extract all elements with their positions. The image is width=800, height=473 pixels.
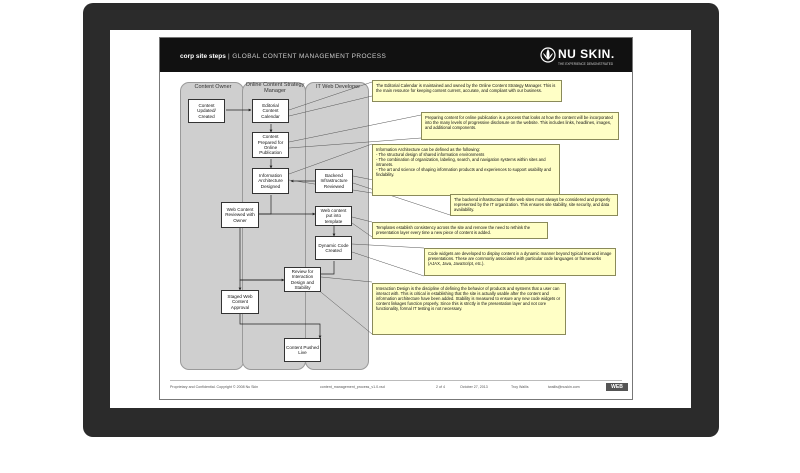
- note-backend-infrastructure: The backend infrastructure of the web si…: [450, 194, 618, 216]
- step-backend-infrastructure: Backend Infrastructure Reviewed: [315, 169, 353, 193]
- page-title: | GLOBAL CONTENT MANAGEMENT PROCESS: [228, 53, 387, 60]
- step-put-into-template: Web content put into template: [315, 206, 352, 226]
- step-staged-approval: Staged Web Content Approval: [221, 290, 259, 314]
- note-content-preparation: Preparing content for online publication…: [421, 112, 619, 140]
- lane-title: Content Owner: [194, 84, 232, 90]
- footer-date: October 27, 2013: [460, 385, 488, 389]
- note-information-architecture: Information Architecture can be defined …: [372, 144, 560, 196]
- note-interaction-design: Interaction Design is the discipline of …: [372, 283, 566, 335]
- footer-section-tag: WEB: [606, 383, 628, 391]
- step-information-architecture: Information Architecture Designed: [252, 168, 289, 194]
- step-content-prepared: Content Prepared for Online Publication: [252, 132, 289, 158]
- note-templates: Templates establish consistency across t…: [372, 222, 548, 239]
- logo-wordmark: NU SKIN.: [558, 47, 615, 61]
- note-editorial-calendar: The Editorial Calendar is maintained and…: [372, 80, 562, 102]
- footer-page-number: 2 of 4: [436, 385, 445, 389]
- footer-copyright: Proprietary and Confidential. Copyright …: [170, 385, 259, 389]
- step-review-interaction: Review for Interaction Design and Stabil…: [284, 267, 321, 292]
- page-header: corp site steps | GLOBAL CONTENT MANAGEM…: [160, 38, 632, 72]
- note-code-widgets: Code widgets are developed to display co…: [424, 248, 616, 276]
- lane-title: Online Content Strategy Manager: [245, 82, 305, 94]
- lane-title: IT Web Developer: [315, 84, 361, 90]
- footer-filename: content_management_process_v1.0.vsd: [320, 385, 385, 389]
- step-web-content-reviewed: Web Content Reviewed with Owner: [221, 202, 259, 228]
- page-footer: Proprietary and Confidential. Copyright …: [170, 380, 628, 391]
- section-label: corp site steps: [180, 53, 226, 60]
- footer-author: Troy Wallis: [511, 385, 529, 389]
- step-editorial-calendar: Editorial Content Calendar: [252, 99, 289, 123]
- nu-skin-logo-icon: [540, 47, 556, 63]
- step-content-updated: Content Updated/ Created: [188, 99, 225, 123]
- step-dynamic-code: Dynamic Code Created: [315, 236, 352, 260]
- footer-email: twallis@nuskin.com: [548, 385, 580, 389]
- lane-it-web-developer: IT Web Developer: [305, 82, 369, 370]
- step-content-pushed-live: Content Pushed Live: [284, 338, 321, 362]
- logo-tagline: THE EXPERIENCE DEMONSTRATED: [558, 62, 614, 66]
- diagram-page: corp site steps | GLOBAL CONTENT MANAGEM…: [159, 37, 633, 400]
